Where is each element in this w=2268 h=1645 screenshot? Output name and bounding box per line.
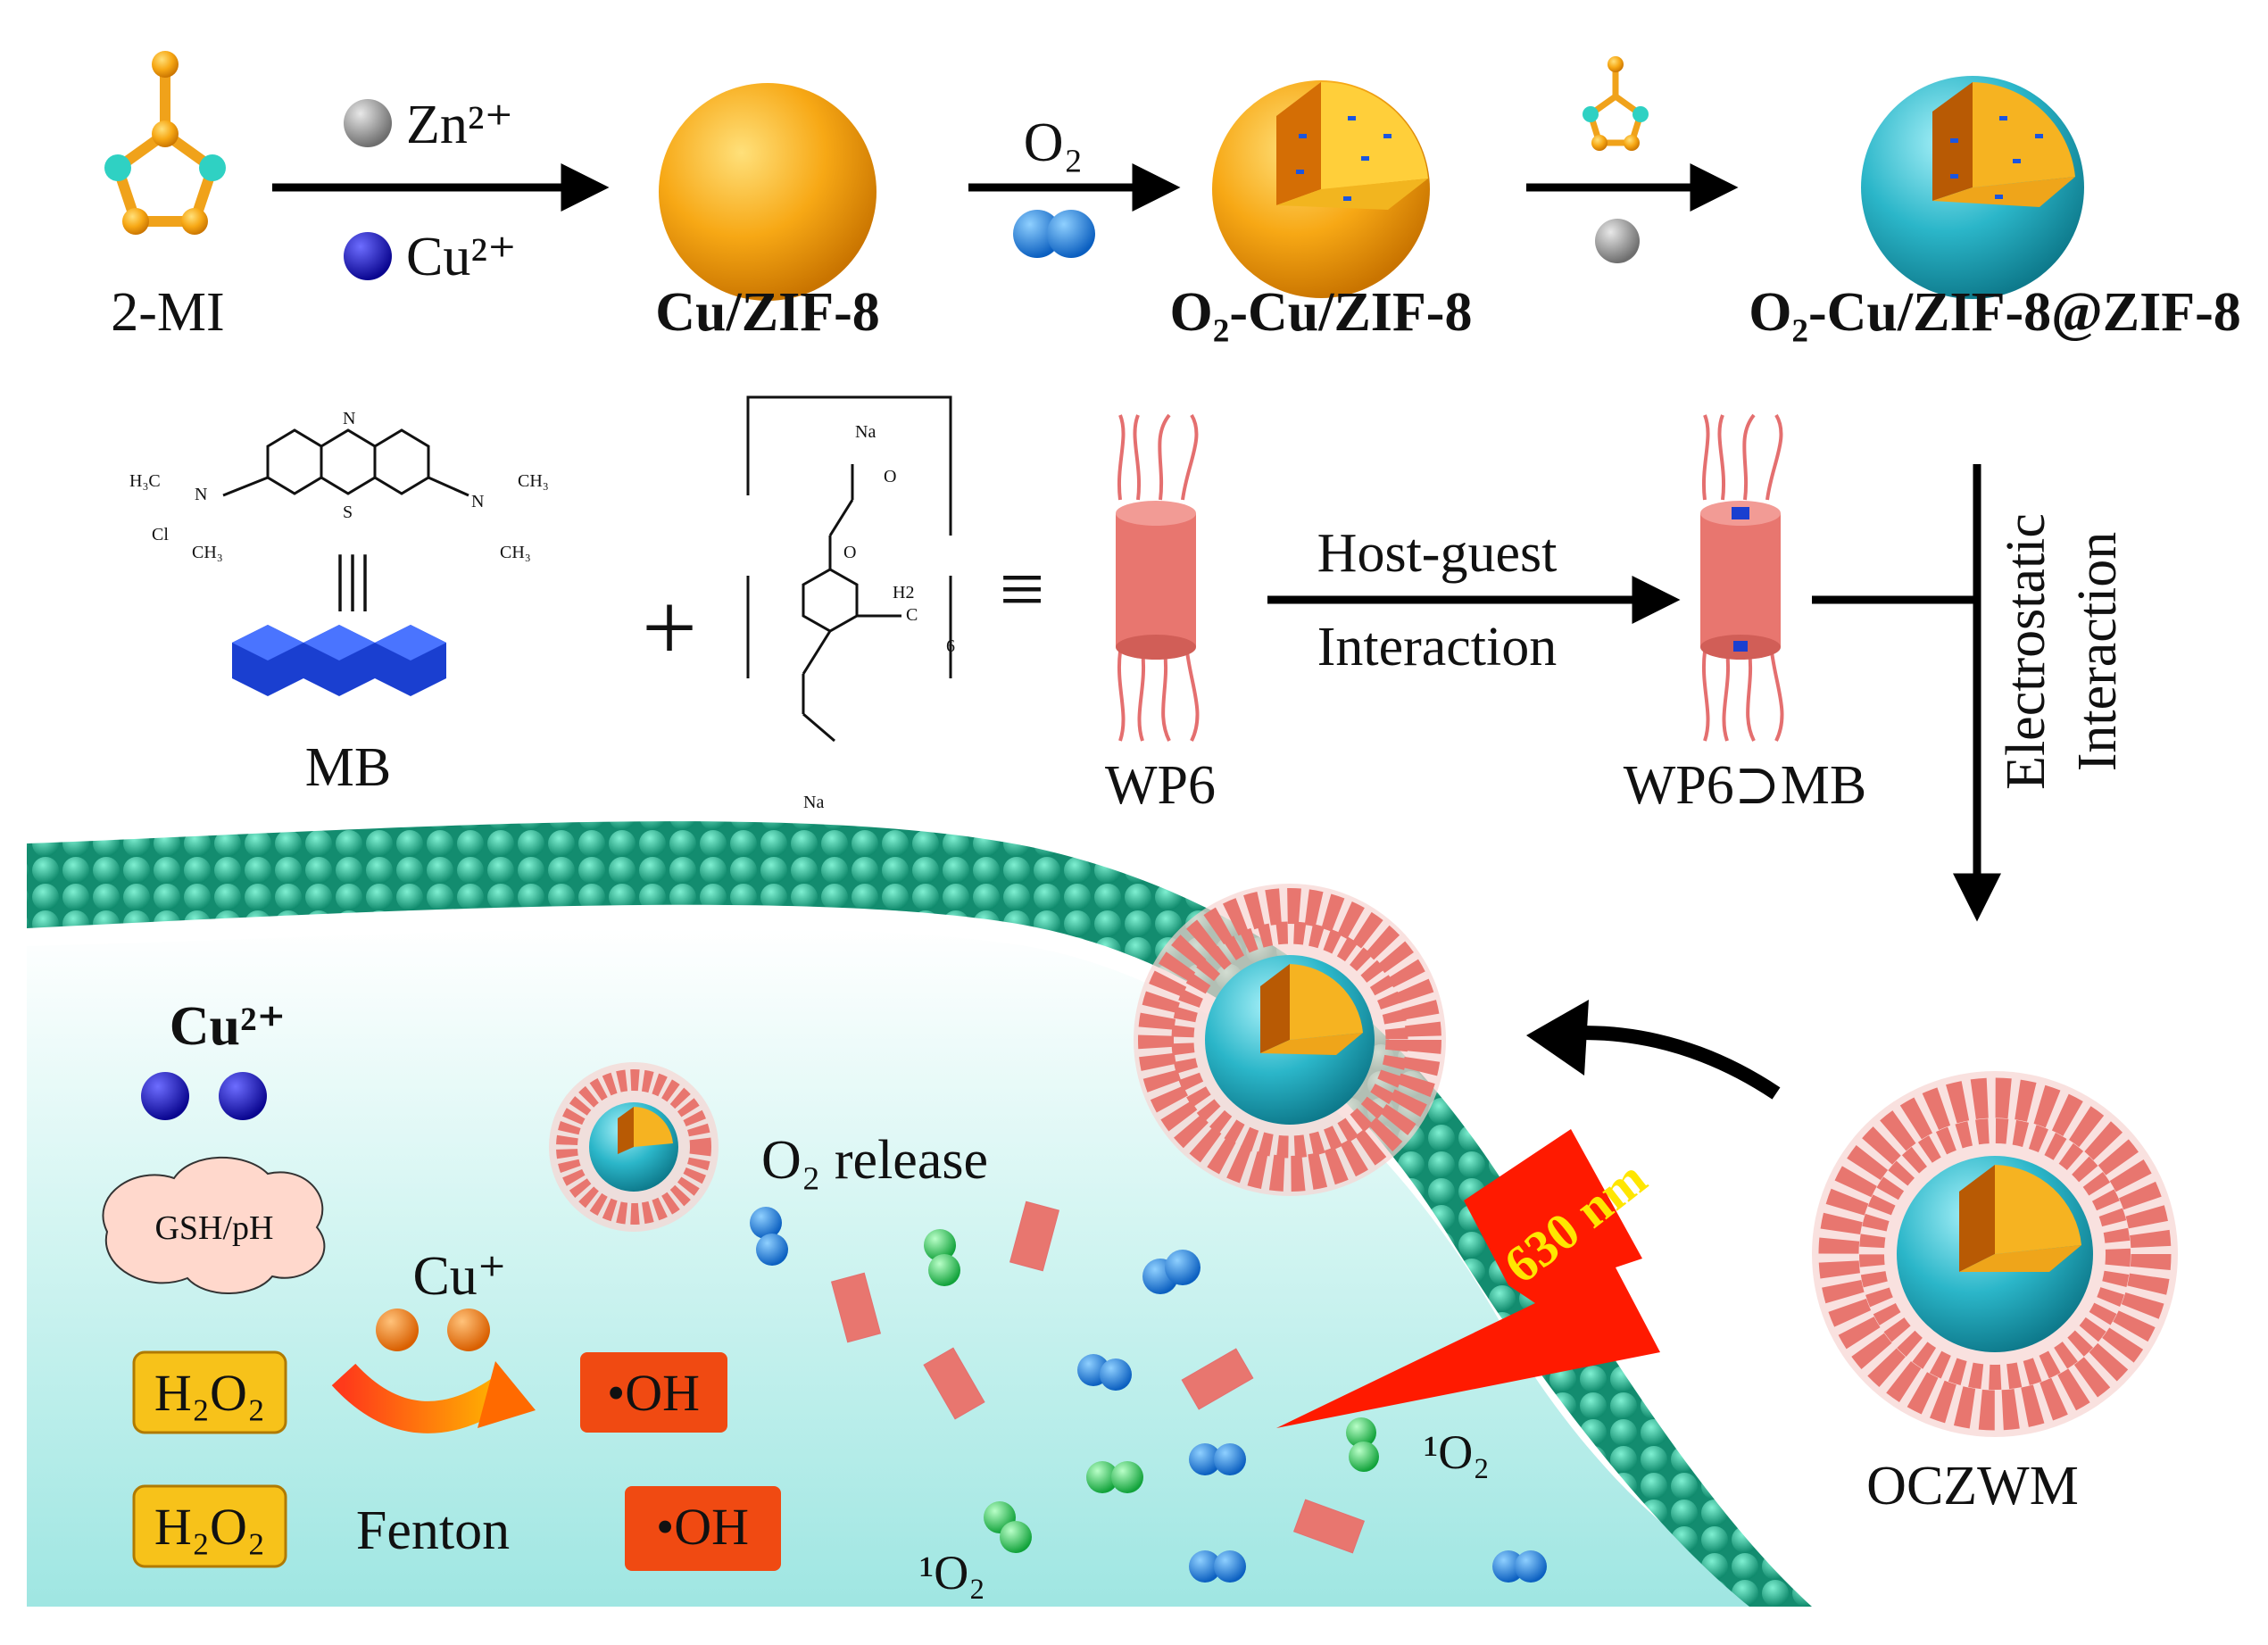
zn-label: Zn²⁺	[406, 95, 513, 155]
o2-label: O₂	[1024, 112, 1083, 173]
cu-zif8-sphere	[659, 83, 876, 301]
fenton-arrow	[331, 1363, 509, 1433]
electrostatic-line1: Electrostatic	[1996, 513, 2056, 790]
wp6-o-carbonyl: O	[884, 467, 896, 486]
mb-s: S	[343, 503, 353, 522]
cu2-label: Cu²⁺	[170, 996, 287, 1057]
ligand-label: 2-MI	[111, 282, 224, 343]
zn-ion-icon	[344, 99, 392, 147]
mb-h3c-left: H₃C	[129, 471, 161, 491]
wp6-subscript: 6	[946, 636, 955, 656]
fenton-arrow-head	[478, 1361, 536, 1428]
h2o2-box-2: H₂O₂	[132, 1484, 287, 1568]
core-shell-label: O₂-Cu/ZIF-8@ZIF-8	[1749, 282, 2241, 343]
cu-ion-icon	[344, 232, 392, 280]
core-shell-sphere	[1861, 76, 2084, 299]
cu1-label: Cu⁺	[412, 1246, 506, 1307]
wp6-mb-complex-icon	[1701, 413, 1784, 742]
host-guest-line1: Host-guest	[1317, 523, 1558, 584]
singlet-o2-label-1: ¹O₂	[1424, 1425, 1490, 1479]
mb-n-top: N	[343, 409, 355, 428]
2-mi-small-icon	[1583, 56, 1649, 151]
mb-n-plus: N	[195, 485, 207, 504]
oczwm-particle	[1812, 1071, 2178, 1437]
laser-bolt	[1276, 1129, 1660, 1428]
cu-label: Cu²⁺	[406, 227, 517, 287]
o2-release-label: O₂ release	[761, 1130, 988, 1191]
wp6-na-top: Na	[855, 422, 876, 442]
small-particle	[549, 1062, 719, 1232]
wp6-c: C	[906, 605, 918, 625]
singlet-o2-molecules	[924, 1229, 1379, 1553]
oh-box-1: •OH	[580, 1352, 727, 1433]
oh-box-2: •OH	[625, 1486, 781, 1571]
h2o2-box-1: H₂O₂	[132, 1350, 287, 1434]
wp6-o-ether: O	[843, 543, 856, 562]
cu2-ion-1	[141, 1072, 189, 1120]
gsh-cloud	[102, 1156, 326, 1294]
wp6-cylinder-icon	[1117, 413, 1200, 742]
mb-label: MB	[305, 737, 391, 798]
mb-ch3-right-top: CH₃	[518, 471, 549, 491]
wp6-h2: H2	[893, 583, 914, 602]
mb-ch3-right-bottom: CH₃	[500, 543, 531, 562]
o2-cu-zif8-label: O₂-Cu/ZIF-8	[1170, 282, 1473, 343]
o2-molecule-icon	[1013, 210, 1095, 258]
h2o2-label-1: H₂O₂	[154, 1364, 265, 1422]
mb-structure	[222, 428, 469, 497]
wp6-cylinder-body	[1116, 501, 1196, 660]
electrostatic-line2: Interaction	[2067, 532, 2128, 772]
singlet-o2-label-2: ¹O₂	[919, 1546, 985, 1599]
mb-ch3-left: CH₃	[192, 543, 223, 562]
triple-bar: |||	[334, 544, 371, 612]
wp6-label: WP6	[1105, 755, 1216, 816]
cu2-ion-2	[219, 1072, 267, 1120]
oczwm-particle-membrane	[1134, 884, 1446, 1196]
oh-label-2: •OH	[656, 1498, 749, 1556]
complex-label: WP6⊃MB	[1624, 755, 1866, 816]
wp6-na-bottom: Na	[803, 793, 824, 812]
o2-molecules	[750, 1207, 1547, 1583]
fenton-label: Fenton	[356, 1500, 510, 1561]
host-guest-line2: Interaction	[1317, 617, 1558, 677]
wp6-structure	[746, 395, 952, 743]
mb-cl: Cl	[152, 525, 169, 544]
free-complexes	[830, 1201, 1366, 1554]
mb-n-right: N	[471, 492, 484, 511]
plus-sign: +	[642, 573, 697, 682]
cu1-ion-1	[376, 1309, 419, 1351]
cu1-ion-2	[447, 1309, 490, 1351]
uptake-arrow-head	[1526, 1000, 1589, 1076]
zn-small-icon	[1595, 219, 1640, 263]
gsh-label: GSH/pH	[154, 1209, 273, 1247]
cu-zif8-label: Cu/ZIF-8	[655, 282, 879, 343]
oh-label-1: •OH	[607, 1364, 700, 1422]
o2-cu-zif8-sphere	[1212, 80, 1430, 298]
mb-block-icon	[232, 625, 446, 696]
wp6-mb-complex-body	[1700, 501, 1781, 660]
oczwm-label: OCZWM	[1866, 1456, 2079, 1516]
2-mi-ligand-icon	[104, 51, 226, 235]
equiv-sign: ≡	[1000, 545, 1045, 634]
h2o2-label-2: H₂O₂	[154, 1498, 265, 1556]
